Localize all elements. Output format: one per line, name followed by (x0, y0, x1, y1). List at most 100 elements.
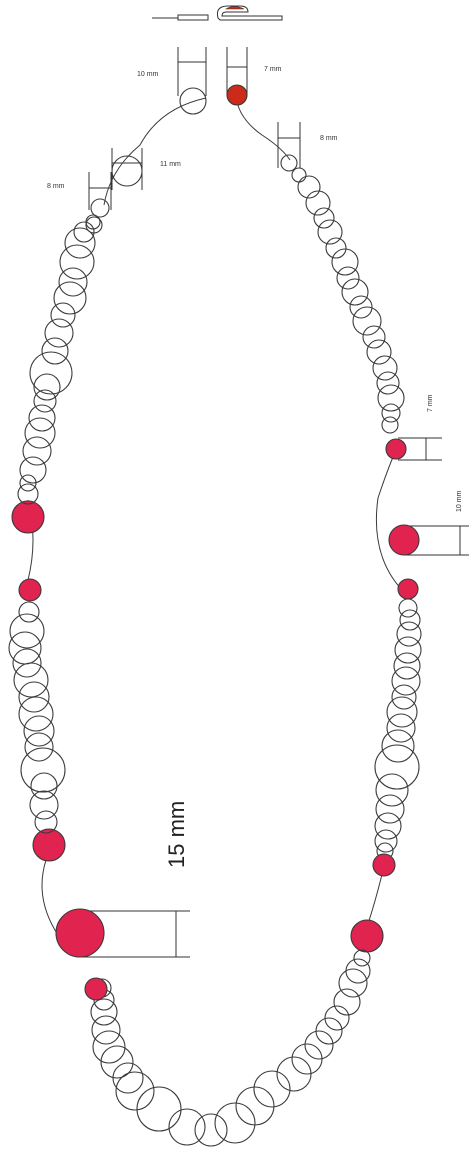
red-bead (18, 578, 42, 602)
ring-bead (305, 190, 331, 216)
ring-bead (399, 609, 421, 631)
ring-bead (352, 306, 382, 336)
ring-bead (9, 613, 45, 649)
label-11mm: 11 mm (160, 161, 181, 168)
ring-bead (381, 403, 401, 423)
ring-bead (30, 772, 58, 800)
ring-bead (325, 237, 347, 259)
clasp-bar-icon (152, 14, 209, 21)
ring-bead (44, 318, 74, 348)
label-10mm-top: 10 mm (137, 71, 159, 78)
ring-bead (64, 227, 96, 259)
ring-bead (377, 384, 405, 412)
ring-bead (34, 810, 58, 834)
ring-bead (291, 1043, 323, 1075)
label-8mm-right: 8 mm (320, 135, 338, 142)
ring-bead (331, 248, 359, 276)
ring-bead (324, 1005, 350, 1031)
ring-bead (398, 598, 418, 618)
label-7mm-top: 7 mm (264, 66, 282, 73)
ring-bead (92, 1030, 126, 1064)
red-bead (385, 438, 407, 460)
ring-bead (366, 339, 392, 365)
ring-bead (28, 404, 56, 432)
ring-bead (168, 1108, 206, 1146)
red-bead (226, 84, 248, 106)
ring-bead (8, 631, 42, 665)
ring-bead (18, 696, 54, 732)
ring-bead (375, 794, 405, 824)
ring-bead (100, 1045, 134, 1079)
ring-bead (391, 666, 421, 696)
ring-bead (396, 621, 422, 647)
ring-bead (90, 198, 110, 218)
ring-bead (304, 1030, 334, 1060)
ring-bead (20, 747, 66, 793)
red-bead (372, 853, 396, 877)
ring-bead (374, 812, 402, 840)
ring-bead (317, 219, 343, 245)
ring-bead (91, 1015, 121, 1045)
ring-bead (90, 998, 118, 1026)
ring-bead (391, 684, 417, 710)
ring-bead (375, 773, 409, 807)
ring-bead (24, 732, 54, 762)
ring-bead (136, 1086, 182, 1132)
ring-bead (17, 483, 39, 505)
red-bead (397, 578, 419, 600)
ring-bead (381, 729, 415, 763)
label-15mm: 15 mm (164, 801, 189, 868)
ring-bead (29, 351, 73, 395)
ring-bead (22, 436, 52, 466)
ring-bead (29, 790, 59, 820)
ring-bead (23, 715, 55, 747)
ring-bead (338, 968, 368, 998)
beads (8, 84, 422, 1147)
ring-bead (333, 988, 361, 1016)
ring-bead (381, 416, 399, 434)
label-10mm-right: 10 mm (456, 490, 463, 512)
red-bead (55, 908, 105, 958)
clasp-hook-icon (217, 5, 283, 21)
ring-bead (336, 266, 360, 290)
ring-bead (386, 696, 418, 728)
ring-bead (19, 456, 47, 484)
ring-bead (374, 829, 398, 853)
ring-bead (297, 175, 321, 199)
ring-bead (276, 1056, 312, 1092)
red-bead (11, 500, 45, 534)
ring-bead (179, 87, 207, 115)
ring-bead (73, 221, 95, 243)
ring-bead (53, 281, 87, 315)
ring-bead (394, 636, 422, 664)
red-bead (32, 828, 66, 862)
ring-bead (33, 373, 61, 401)
ring-bead (194, 1113, 228, 1147)
red-bead (350, 919, 384, 953)
ring-bead (291, 167, 307, 183)
ring-bead (362, 325, 386, 349)
red-bead (388, 524, 420, 556)
ring-bead (115, 1071, 155, 1111)
ring-bead (341, 278, 369, 306)
ring-bead (393, 652, 421, 680)
ring-bead (18, 681, 50, 713)
ring-bead (111, 155, 143, 187)
ring-bead (372, 355, 398, 381)
ring-bead (33, 389, 57, 413)
label-8mm-left: 8 mm (47, 183, 65, 190)
ring-bead (18, 601, 40, 623)
ring-bead (58, 267, 88, 297)
ring-bead (13, 662, 49, 698)
ring-bead (214, 1102, 256, 1144)
ring-bead (12, 648, 42, 678)
ring-bead (353, 949, 371, 967)
ring-bead (374, 744, 420, 790)
ring-bead (85, 216, 103, 234)
dimension-lines (80, 47, 469, 958)
ring-bead (280, 154, 298, 172)
ring-bead (313, 207, 335, 229)
ring-bead (386, 713, 416, 743)
ring-bead (41, 337, 69, 365)
